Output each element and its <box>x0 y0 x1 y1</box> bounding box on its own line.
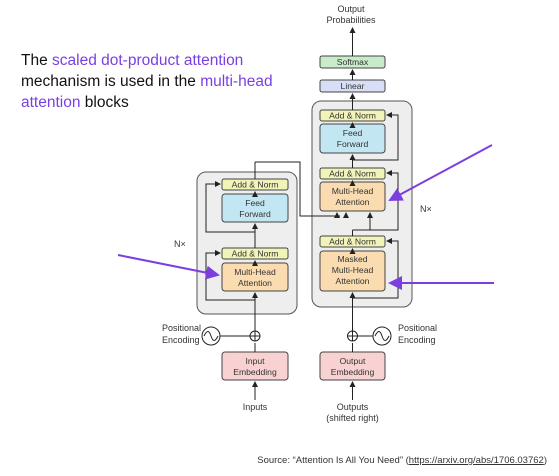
positional-encoding-label-right: Encoding <box>398 335 436 345</box>
add-norm-label: Add & Norm <box>329 169 376 179</box>
feed-forward-label: Forward <box>337 139 369 149</box>
pointer-arrow-encoder-attention <box>117 254 220 280</box>
feed-forward-label: Feed <box>245 198 265 208</box>
outputs-label: Outputs <box>337 402 369 412</box>
add-icon <box>250 331 260 341</box>
multi-head-attention-label: Multi-Head <box>332 186 374 196</box>
source-citation: Source: “Attention Is All You Need” (htt… <box>257 455 547 466</box>
decoder-nx-label: N× <box>420 204 432 214</box>
input-embedding-label: Input <box>245 356 265 366</box>
sine-wave-icon <box>203 331 219 341</box>
source-link[interactable]: https://arxiv.org/abs/1706.03762 <box>408 455 544 466</box>
positional-encoding-label-right: Positional <box>398 323 437 333</box>
caption-text: The <box>21 52 53 69</box>
input-embedding-label: Embedding <box>233 367 277 377</box>
multi-head-attention-label: Attention <box>336 197 370 207</box>
caption-highlight-multi-head: multi-head attention <box>21 73 273 111</box>
flow-arrows <box>205 27 399 400</box>
caption-highlight-scaled-dot-product: scaled dot-product attention <box>52 52 244 69</box>
output-embedding-label: Embedding <box>331 367 375 377</box>
multi-head-attention-label: Multi-Head <box>234 267 276 277</box>
feed-forward-label: Forward <box>239 209 271 219</box>
caption-text: mechanism is used in the <box>21 73 201 90</box>
feed-forward-label: Feed <box>343 128 363 138</box>
output-probabilities-label: Probabilities <box>326 15 376 25</box>
masked-attention-label: Attention <box>336 276 370 286</box>
linear-label: Linear <box>341 81 365 91</box>
add-norm-label: Add & Norm <box>329 111 376 121</box>
masked-attention-label: Multi-Head <box>332 265 374 275</box>
add-norm-label: Add & Norm <box>232 249 279 259</box>
add-icon <box>347 331 358 341</box>
caption-text: blocks <box>80 94 129 111</box>
source-prefix: Source: “Attention Is All You Need” ( <box>257 455 409 466</box>
output-probabilities-label: Output <box>337 4 365 14</box>
masked-attention-label: Masked <box>337 254 367 264</box>
softmax-label: Softmax <box>337 57 369 67</box>
inputs-label: Inputs <box>243 402 268 412</box>
sine-wave-icon <box>374 331 390 341</box>
encoder-nx-label: N× <box>174 239 186 249</box>
add-norm-label: Add & Norm <box>232 180 279 190</box>
outputs-label: (shifted right) <box>326 413 379 423</box>
output-embedding-label: Output <box>340 356 366 366</box>
pointer-arrow-decoder-attention <box>388 144 493 201</box>
encoder-stack <box>196 171 298 315</box>
caption: The scaled dot-product attention mechani… <box>21 50 321 113</box>
positional-encoding-label-left: Positional <box>162 323 201 333</box>
add-norm-label: Add & Norm <box>329 237 376 247</box>
source-suffix: ) <box>543 455 547 466</box>
multi-head-attention-label: Attention <box>238 278 272 288</box>
positional-encoding-label-left: Encoding <box>162 335 200 345</box>
